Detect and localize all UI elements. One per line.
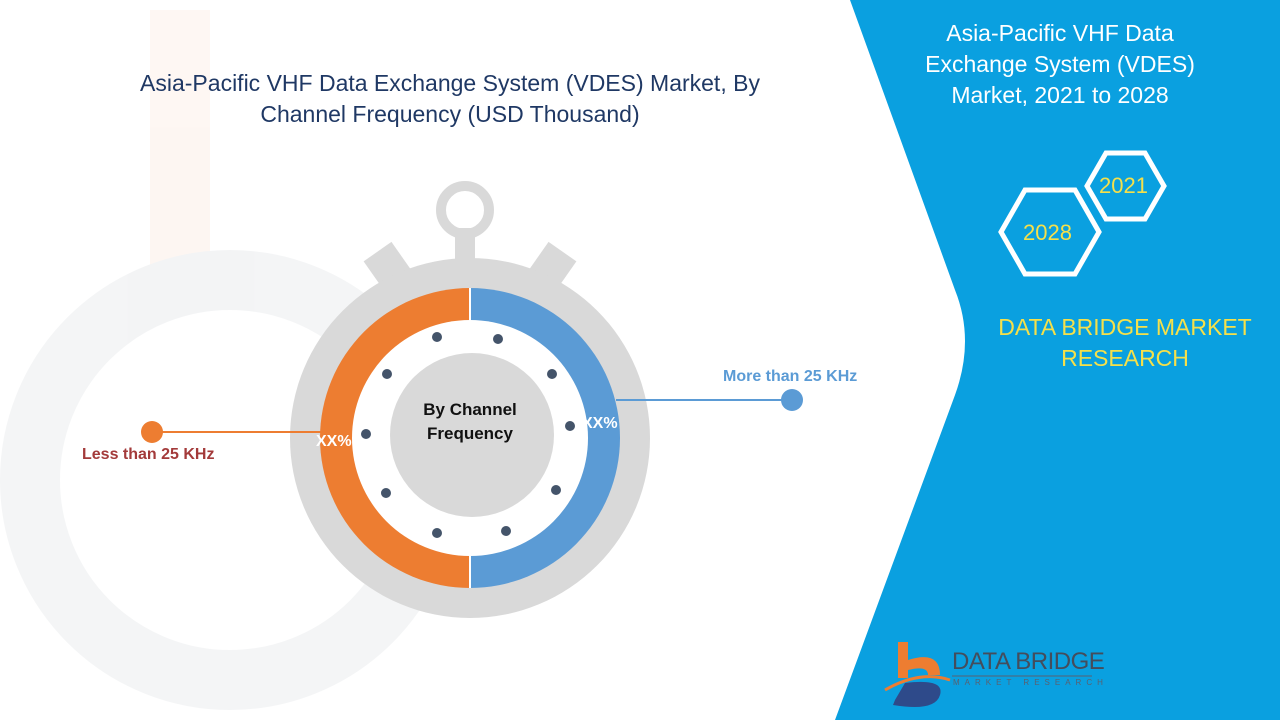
marker-more-than-25khz [781, 389, 803, 411]
side-panel [835, 0, 1280, 720]
center-circle [390, 353, 554, 517]
label-less-than-25khz: Less than 25 KHz [82, 446, 215, 463]
value-more-than-25khz: XX% [582, 415, 618, 432]
year-end: 2028 [1023, 220, 1072, 245]
marker-less-than-25khz [141, 421, 163, 443]
tick-dots [361, 332, 575, 538]
stopwatch [290, 181, 650, 618]
logo-subtitle: MARKET RESEARCH [953, 678, 1108, 687]
brand-text: DATA BRIDGE MARKET RESEARCH [998, 314, 1252, 371]
center-label: By Channel Frequency [423, 400, 517, 443]
side-panel-title: Asia-Pacific VHF Data Exchange System (V… [925, 20, 1195, 108]
chart-title: Asia-Pacific VHF Data Exchange System (V… [140, 70, 760, 127]
hexagon-2021 [1084, 150, 1167, 222]
logo-icon [884, 642, 1092, 708]
year-start: 2021 [1099, 173, 1148, 198]
label-more-than-25khz: More than 25 KHz [723, 368, 858, 385]
logo-name: DATA BRIDGE [952, 648, 1105, 675]
value-less-than-25khz: XX% [316, 433, 352, 450]
hexagon-2028 [998, 187, 1102, 277]
